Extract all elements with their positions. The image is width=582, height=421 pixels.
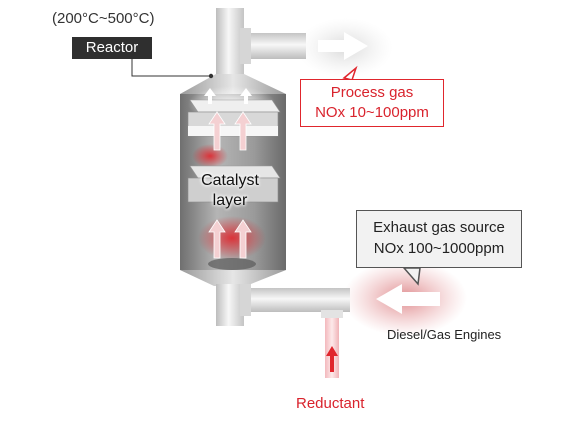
- catalyst-glow-upper: [192, 144, 228, 168]
- catalyst-glow-lower: [198, 216, 266, 260]
- reactor-label: Reactor: [72, 37, 152, 59]
- flow-arrow-up-6: [240, 88, 252, 104]
- bottom-pipe: [216, 284, 244, 326]
- exhaust-callout-pointer: [402, 267, 421, 286]
- exhaust-gas-nox: NOx 100~1000ppm: [373, 240, 505, 257]
- process-gas-callout: Process gas NOx 10~100ppm: [300, 79, 444, 127]
- vessel-top-cone: [180, 74, 286, 94]
- exhaust-gas-title: Exhaust gas source: [373, 219, 505, 236]
- flow-arrow-up-1: [208, 111, 226, 151]
- exhaust-arrow-icon: [376, 284, 440, 314]
- engines-label: Diesel/Gas Engines: [387, 327, 502, 342]
- flow-arrow-icon: [318, 32, 368, 60]
- inlet-pipe: [240, 288, 350, 312]
- vessel-bottom-cone: [180, 270, 286, 286]
- catalyst-label-line2: layer: [212, 192, 248, 209]
- flow-arrow-up-4: [234, 219, 252, 259]
- lower-tray-top: [189, 165, 281, 179]
- process-gas-nox: NOx 10~100ppm: [315, 104, 429, 121]
- reductant-pipe: [325, 312, 339, 378]
- reductant-label: Reductant: [296, 395, 365, 412]
- flow-arrow-up-3: [208, 219, 226, 259]
- reductant-collar: [321, 310, 343, 318]
- process-gas-title: Process gas: [330, 84, 414, 101]
- reactor-leader-line: [131, 59, 211, 77]
- exhaust-gas-callout: Exhaust gas source NOx 100~1000ppm: [356, 210, 522, 268]
- catalyst-label-line1: Catalyst: [201, 172, 259, 189]
- inlet-flange: [240, 284, 251, 316]
- upper-tray-face: [188, 126, 278, 136]
- top-pipe: [216, 8, 244, 78]
- catalyst-layer-label: Catalyst layer: [190, 171, 270, 211]
- upper-tray-top: [189, 99, 281, 113]
- flow-arrow-up-5: [204, 88, 216, 104]
- lower-tray-front: [187, 177, 279, 203]
- flow-arrow-up-2: [234, 111, 252, 151]
- reactor-leader-dot: [208, 73, 214, 79]
- reductant-arrow-icon: [326, 346, 338, 372]
- lower-shadow: [208, 258, 256, 270]
- temperature-range: (200°C~500°C): [52, 10, 155, 27]
- outlet-flange: [240, 28, 251, 64]
